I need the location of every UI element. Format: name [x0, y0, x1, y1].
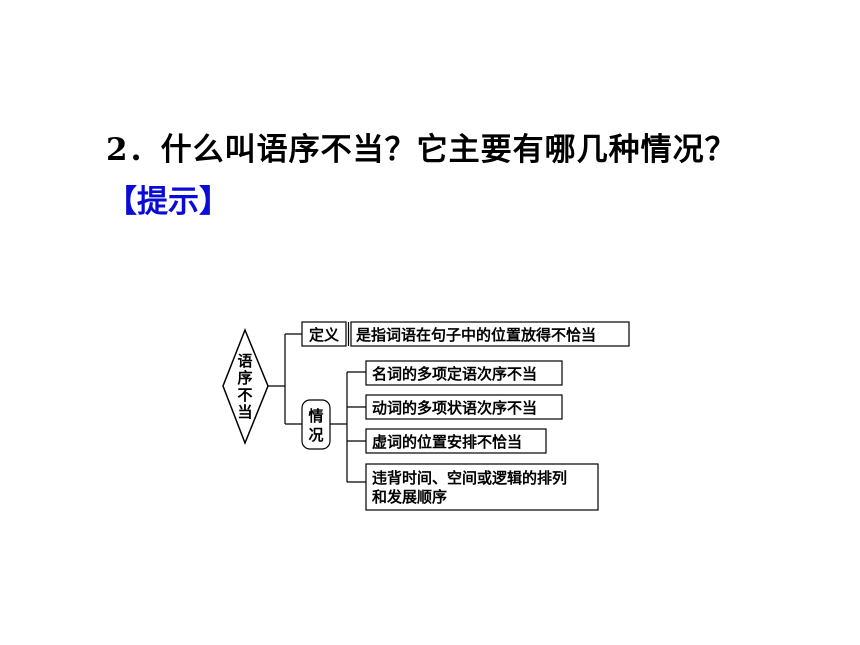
question-number: 2 — [106, 132, 129, 168]
situation-item-box — [365, 428, 547, 454]
situations-char-1: 情 — [308, 407, 323, 425]
question-text: 2．什么叫语序不当？它主要有哪几种情况？ — [106, 124, 737, 169]
hint-label: 【提示】 — [106, 184, 230, 220]
root-char-2: 序 — [237, 369, 252, 387]
root-char-3: 不 — [237, 386, 252, 404]
root-diamond — [222, 327, 269, 446]
question-body: ．什么叫语序不当？它主要有哪几种情况？ — [128, 132, 737, 168]
definition-content: 是指词语在句子中的位置放得不恰当 — [355, 326, 596, 344]
root-char-4: 当 — [237, 403, 252, 421]
situation-item-line-2: 和发展顺序 — [372, 488, 447, 506]
definition-label-box — [301, 321, 347, 347]
situation-item-box — [365, 360, 563, 386]
situation-item-line-1: 违背时间、空间或逻辑的排列 — [372, 469, 567, 487]
root-char-1: 语 — [237, 352, 252, 370]
definition-label: 定义 — [309, 326, 339, 344]
situation-item: 虚词的位置安排不恰当 — [372, 433, 522, 451]
situation-item: 动词的多项状语次序不当 — [372, 399, 537, 417]
situation-item-box — [365, 394, 563, 420]
definition-content-box — [350, 321, 630, 347]
situations-char-2: 况 — [308, 426, 323, 444]
situation-item: 名词的多项定语次序不当 — [372, 365, 537, 383]
situation-item-box — [365, 463, 599, 511]
